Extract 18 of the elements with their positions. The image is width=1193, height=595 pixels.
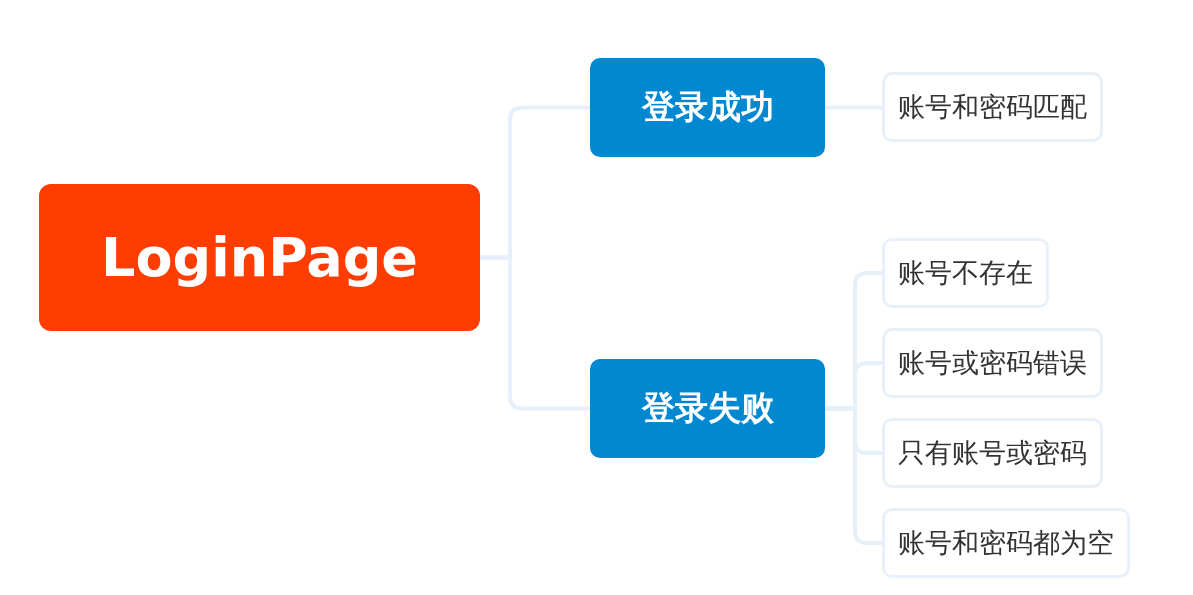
- node-label: 账号和密码匹配: [898, 90, 1087, 124]
- root-node: [39, 184, 480, 331]
- leaf-node: [882, 328, 1103, 398]
- leaf-node: [882, 72, 1103, 142]
- node-label: 登录成功: [641, 86, 774, 128]
- connector-line: [825, 105, 882, 110]
- node-label: 账号不存在: [898, 256, 1033, 290]
- connector-line: [480, 255, 590, 411]
- node-label: 登录失败: [641, 387, 774, 429]
- branch-node: [590, 359, 825, 458]
- leaf-node: [882, 238, 1049, 308]
- node-label: 只有账号或密码: [898, 436, 1087, 470]
- leaf-node: [882, 508, 1130, 578]
- node-label: 账号或密码错误: [898, 346, 1087, 380]
- leaf-node: [882, 418, 1103, 488]
- node-label: LoginPage: [101, 226, 418, 289]
- node-label: 账号和密码都为空: [898, 526, 1114, 560]
- branch-node: [590, 58, 825, 157]
